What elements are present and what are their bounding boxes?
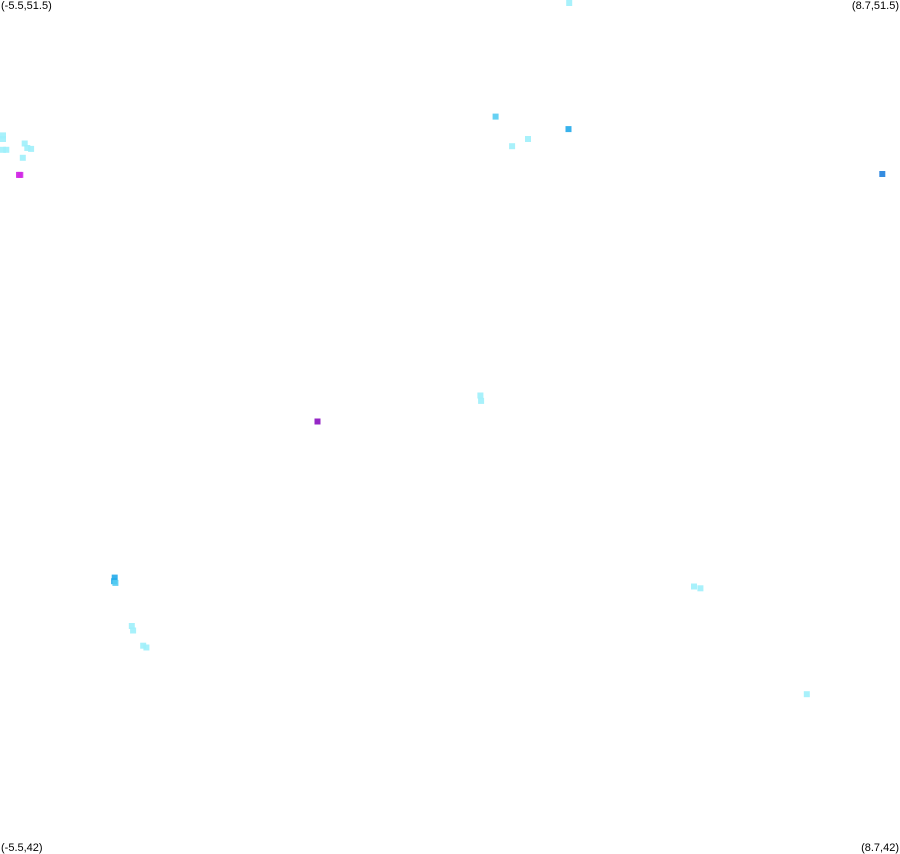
map-point [130, 627, 137, 634]
map-point [112, 579, 119, 586]
map-point [0, 146, 6, 153]
corner-coordinate-bottom-right: (8.7,42) [861, 842, 899, 854]
map-point [478, 397, 485, 404]
corner-coordinate-top-right: (8.7,51.5) [851, 0, 899, 12]
map-point [803, 691, 810, 698]
corner-coordinate-top-left: (-5.5,51.5) [1, 0, 52, 12]
map-point [21, 140, 28, 147]
map-point [314, 418, 321, 425]
map-point [525, 136, 531, 142]
map-point [19, 154, 26, 161]
map-point [128, 623, 135, 629]
map-point [28, 145, 35, 152]
map-point [566, 0, 573, 6]
map-point [24, 145, 31, 151]
map-point [691, 583, 697, 590]
map-point [879, 171, 886, 177]
map-point [111, 574, 118, 581]
map-point [492, 113, 499, 120]
map-point [140, 642, 147, 649]
map-point [0, 132, 6, 139]
map-point [565, 126, 572, 133]
map-point [143, 644, 150, 651]
map-point [3, 146, 10, 153]
map-point [477, 392, 484, 399]
corner-coordinate-bottom-left: (-5.5,42) [1, 842, 43, 854]
map-point [697, 585, 704, 592]
map-point [0, 136, 6, 142]
map-point [509, 143, 516, 150]
map-point [16, 171, 22, 178]
